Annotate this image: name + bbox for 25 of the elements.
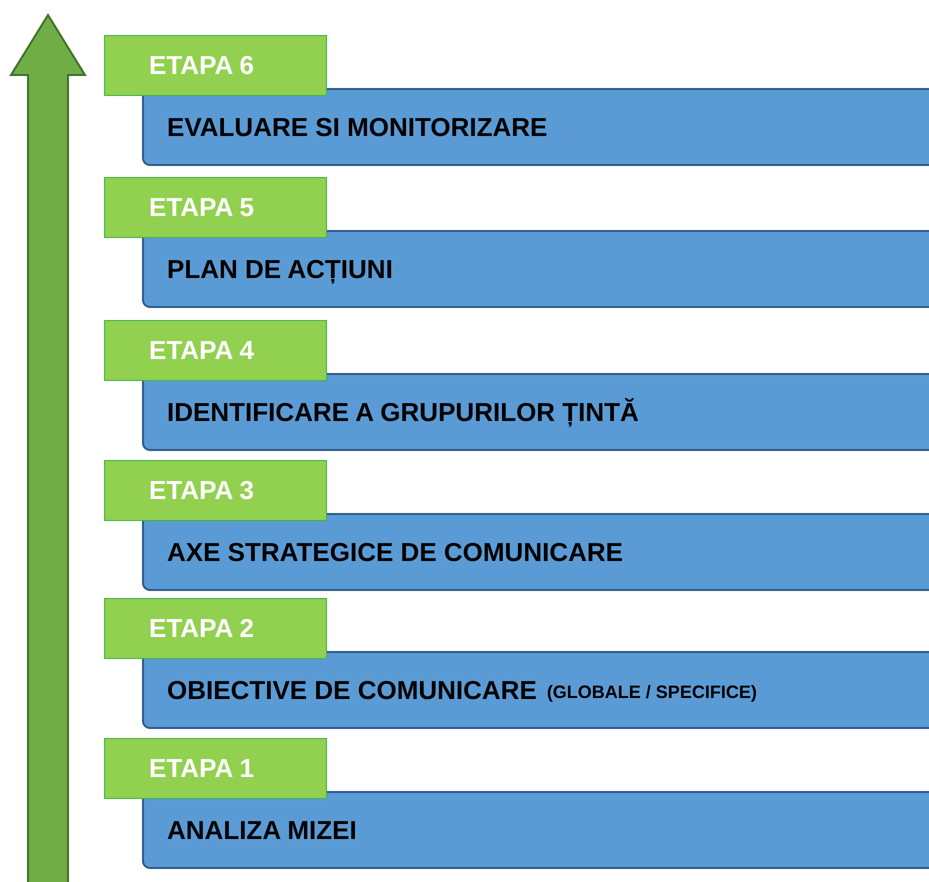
stage-bar	[142, 88, 929, 166]
stage-number: ETAPA 3	[149, 475, 254, 506]
stage-bar	[142, 513, 929, 591]
stage-number: ETAPA 4	[149, 335, 254, 366]
stage-tab	[104, 738, 327, 799]
stage-number: ETAPA 5	[149, 192, 254, 223]
stage-tab	[104, 177, 327, 238]
stage-number: ETAPA 6	[149, 50, 254, 81]
stage-note: (GLOBALE / SPECIFICE)	[546, 681, 757, 703]
stage-title: OBIECTIVE DE COMUNICARE	[167, 674, 537, 706]
stage-number: ETAPA 2	[149, 613, 254, 644]
stage-tab	[104, 320, 327, 381]
stage-title: PLAN DE ACȚIUNI	[167, 254, 393, 284]
stage-bar	[142, 230, 929, 308]
stage-bar	[142, 373, 929, 451]
stage-number: ETAPA 1	[149, 753, 254, 784]
stage-title: AXE STRATEGICE DE COMUNICARE	[167, 536, 623, 568]
stage-title: IDENTIFICARE A GRUPURILOR ȚINTĂ	[167, 396, 639, 428]
stage-tab	[104, 35, 327, 96]
stage-title: ANALIZA MIZEI	[167, 814, 357, 846]
stage-bar	[142, 651, 929, 729]
stage-tab	[104, 460, 327, 521]
stage-tab	[104, 598, 327, 659]
stage-bar	[142, 791, 929, 869]
stage-title: EVALUARE SI MONITORIZARE	[167, 112, 548, 142]
